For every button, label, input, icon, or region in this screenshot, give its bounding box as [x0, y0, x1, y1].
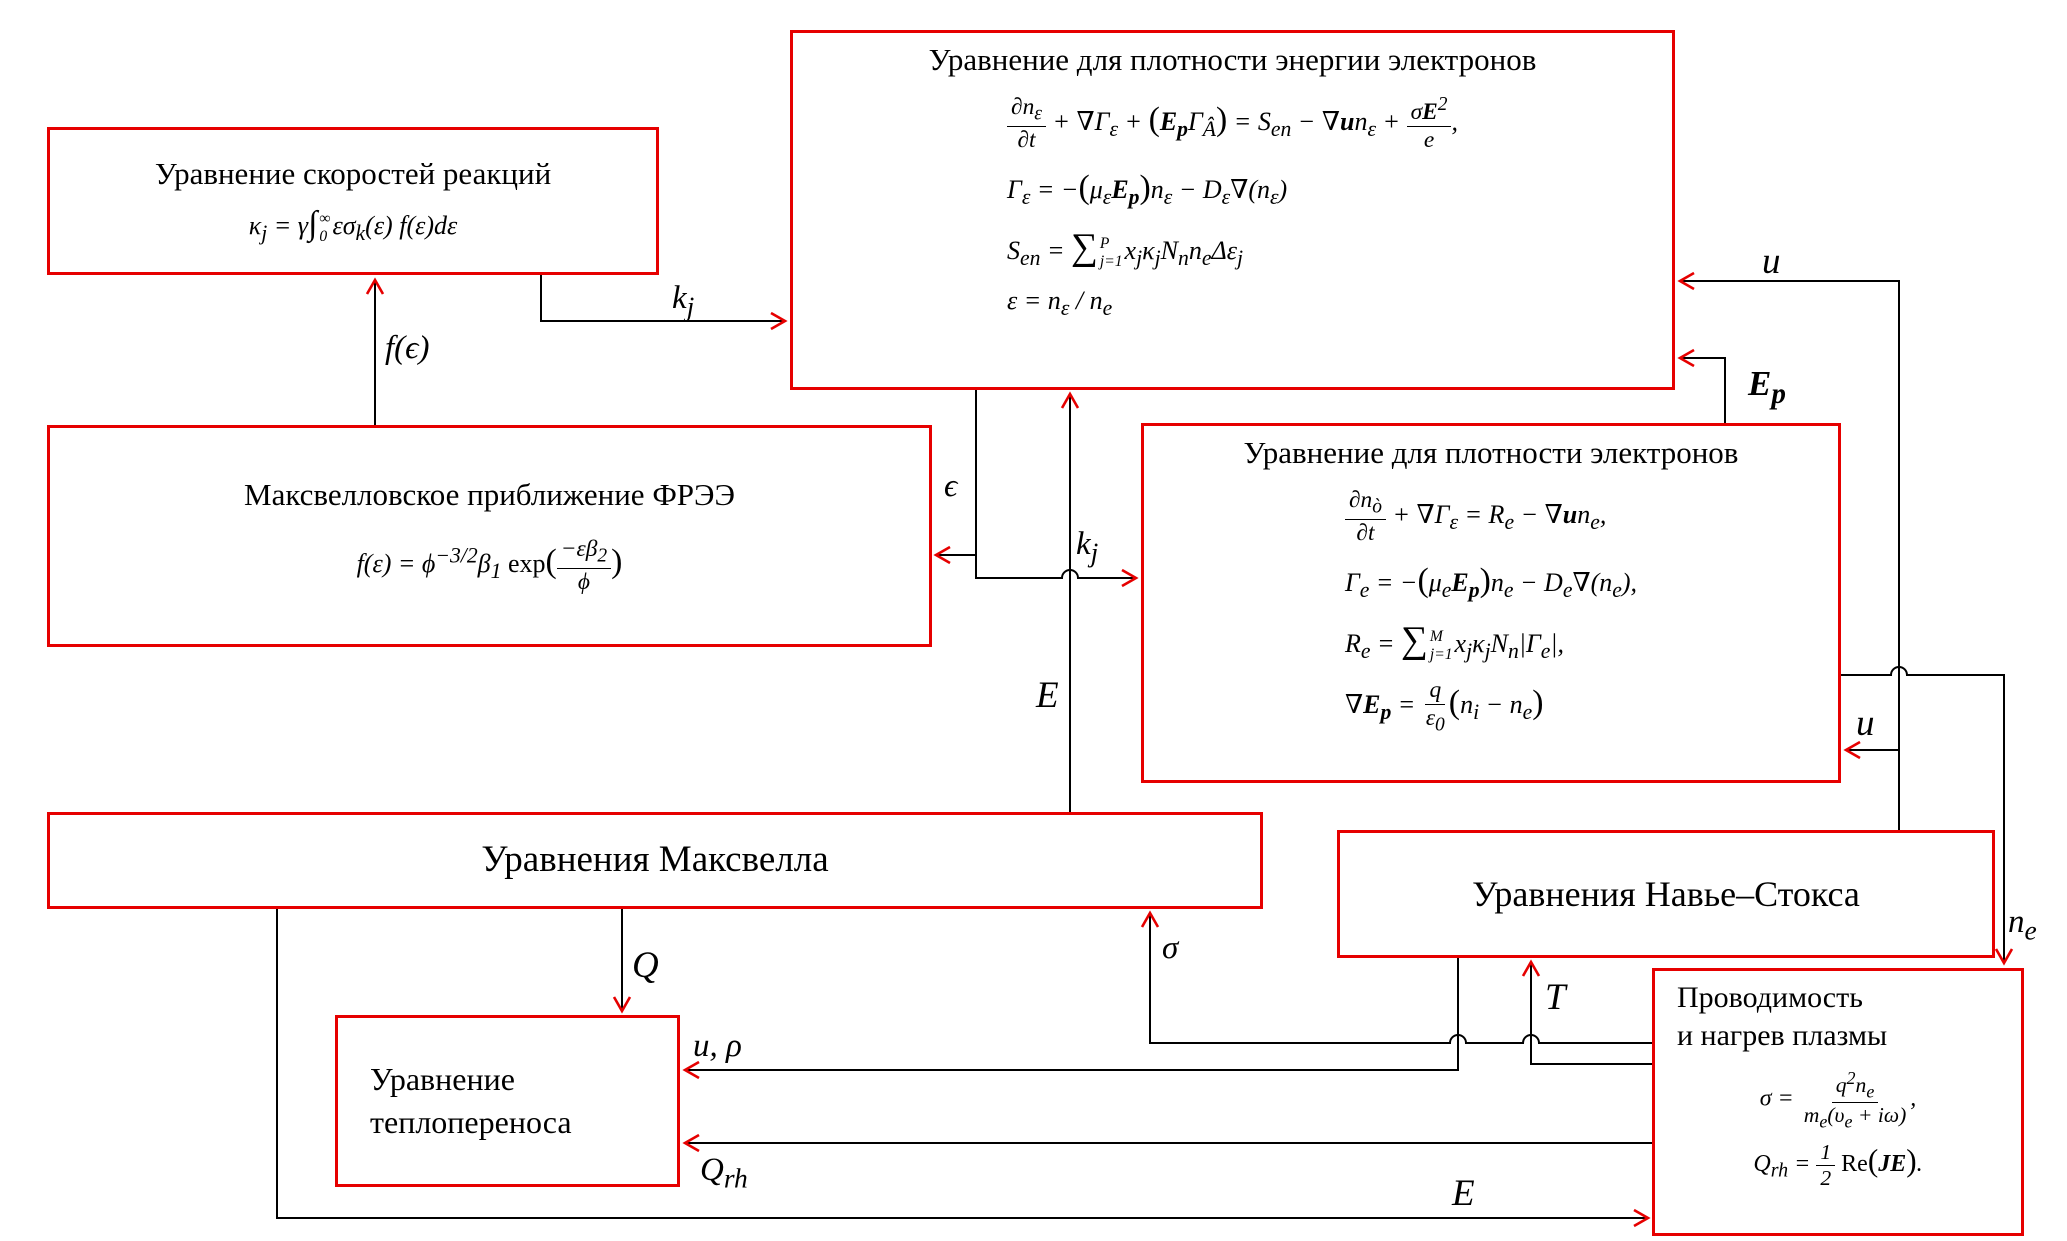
navier-stokes-title: Уравнения Навье–Стокса	[1472, 873, 1860, 914]
heat-transfer-title-line1: Уравнение	[370, 1060, 515, 1097]
label-f-eps: f(ϵ)	[385, 330, 430, 366]
line-ne	[1841, 666, 2014, 966]
electron-energy-formula-2: Γε = −(μεEp)nε − Dε∇(nε)	[1007, 168, 1288, 209]
conductivity-title-line2: и нагрев плазмы	[1677, 1018, 1888, 1052]
electron-density-formulas: ∂nò∂t + ∇Γε = Re − ∇une, Γe = −(μeEp)ne …	[1344, 487, 1638, 738]
electron-energy-title: Уравнение для плотности энергии электрон…	[928, 42, 1537, 77]
electron-density-formula-1: ∂nò∂t + ∇Γε = Re − ∇une,	[1344, 487, 1606, 547]
label-q-heat: Q	[632, 945, 659, 986]
conductivity-title-line1: Проводимость	[1677, 981, 1863, 1014]
box-electron-energy: Уравнение для плотности энергии электрон…	[790, 30, 1675, 390]
box-electron-density: Уравнение для плотности электронов ∂nò∂t…	[1141, 423, 1841, 783]
box-maxwell-eedf: Максвелловское приближение ФРЭЭ f(ε) = ϕ…	[47, 425, 932, 647]
label-u-rho: u, ρ	[693, 1028, 742, 1064]
label-u-top: u	[1762, 241, 1781, 282]
maxwell-eedf-title: Максвелловское приближение ФРЭЭ	[244, 476, 735, 512]
box-navier-stokes: Уравнения Навье–Стокса	[1337, 830, 1995, 958]
electron-density-formula-2: Γe = −(μeEp)ne − De∇(ne),	[1344, 561, 1638, 602]
label-temperature: T	[1545, 977, 1566, 1018]
maxwell-equations-title: Уравнения Максвелла	[481, 839, 829, 881]
label-e-field: E	[1036, 675, 1059, 716]
reaction-rates-title: Уравнение скоростей реакций	[154, 155, 552, 191]
label-kj-to-density: kj	[1076, 526, 1099, 568]
label-q-rh: Qrh	[700, 1152, 748, 1194]
line-kj-to-energy	[540, 275, 788, 331]
label-u-right: u	[1856, 703, 1875, 744]
box-maxwell-equations: Уравнения Максвелла	[47, 812, 1263, 909]
label-kj-to-energy: kj	[672, 280, 695, 322]
line-kj-to-density	[975, 555, 1139, 588]
heat-transfer-title-line2: теплопереноса	[370, 1104, 572, 1140]
line-u-rho	[682, 958, 1459, 1080]
line-ep	[1677, 348, 1726, 423]
label-e-bottom: E	[1452, 1173, 1475, 1214]
conductivity-title: Проводимость и нагрев плазмы	[1665, 979, 1887, 1054]
line-e-bottom	[276, 909, 1651, 1228]
electron-density-title: Уравнение для плотности электронов	[1243, 435, 1739, 470]
label-ep: Ep	[1748, 364, 1786, 410]
box-heat-transfer: Уравнение теплопереноса	[335, 1015, 680, 1187]
label-n-e: ne	[2008, 904, 2037, 946]
heat-transfer-title: Уравнение теплопереноса	[348, 1058, 572, 1144]
line-u-top	[1677, 271, 1900, 830]
electron-energy-formula-4: ε = nε / ne	[1007, 286, 1113, 321]
label-sigma: σ	[1162, 930, 1179, 966]
line-temperature	[1521, 959, 1652, 1065]
line-sigma	[1140, 910, 1652, 1044]
label-eps: ϵ	[944, 468, 958, 504]
